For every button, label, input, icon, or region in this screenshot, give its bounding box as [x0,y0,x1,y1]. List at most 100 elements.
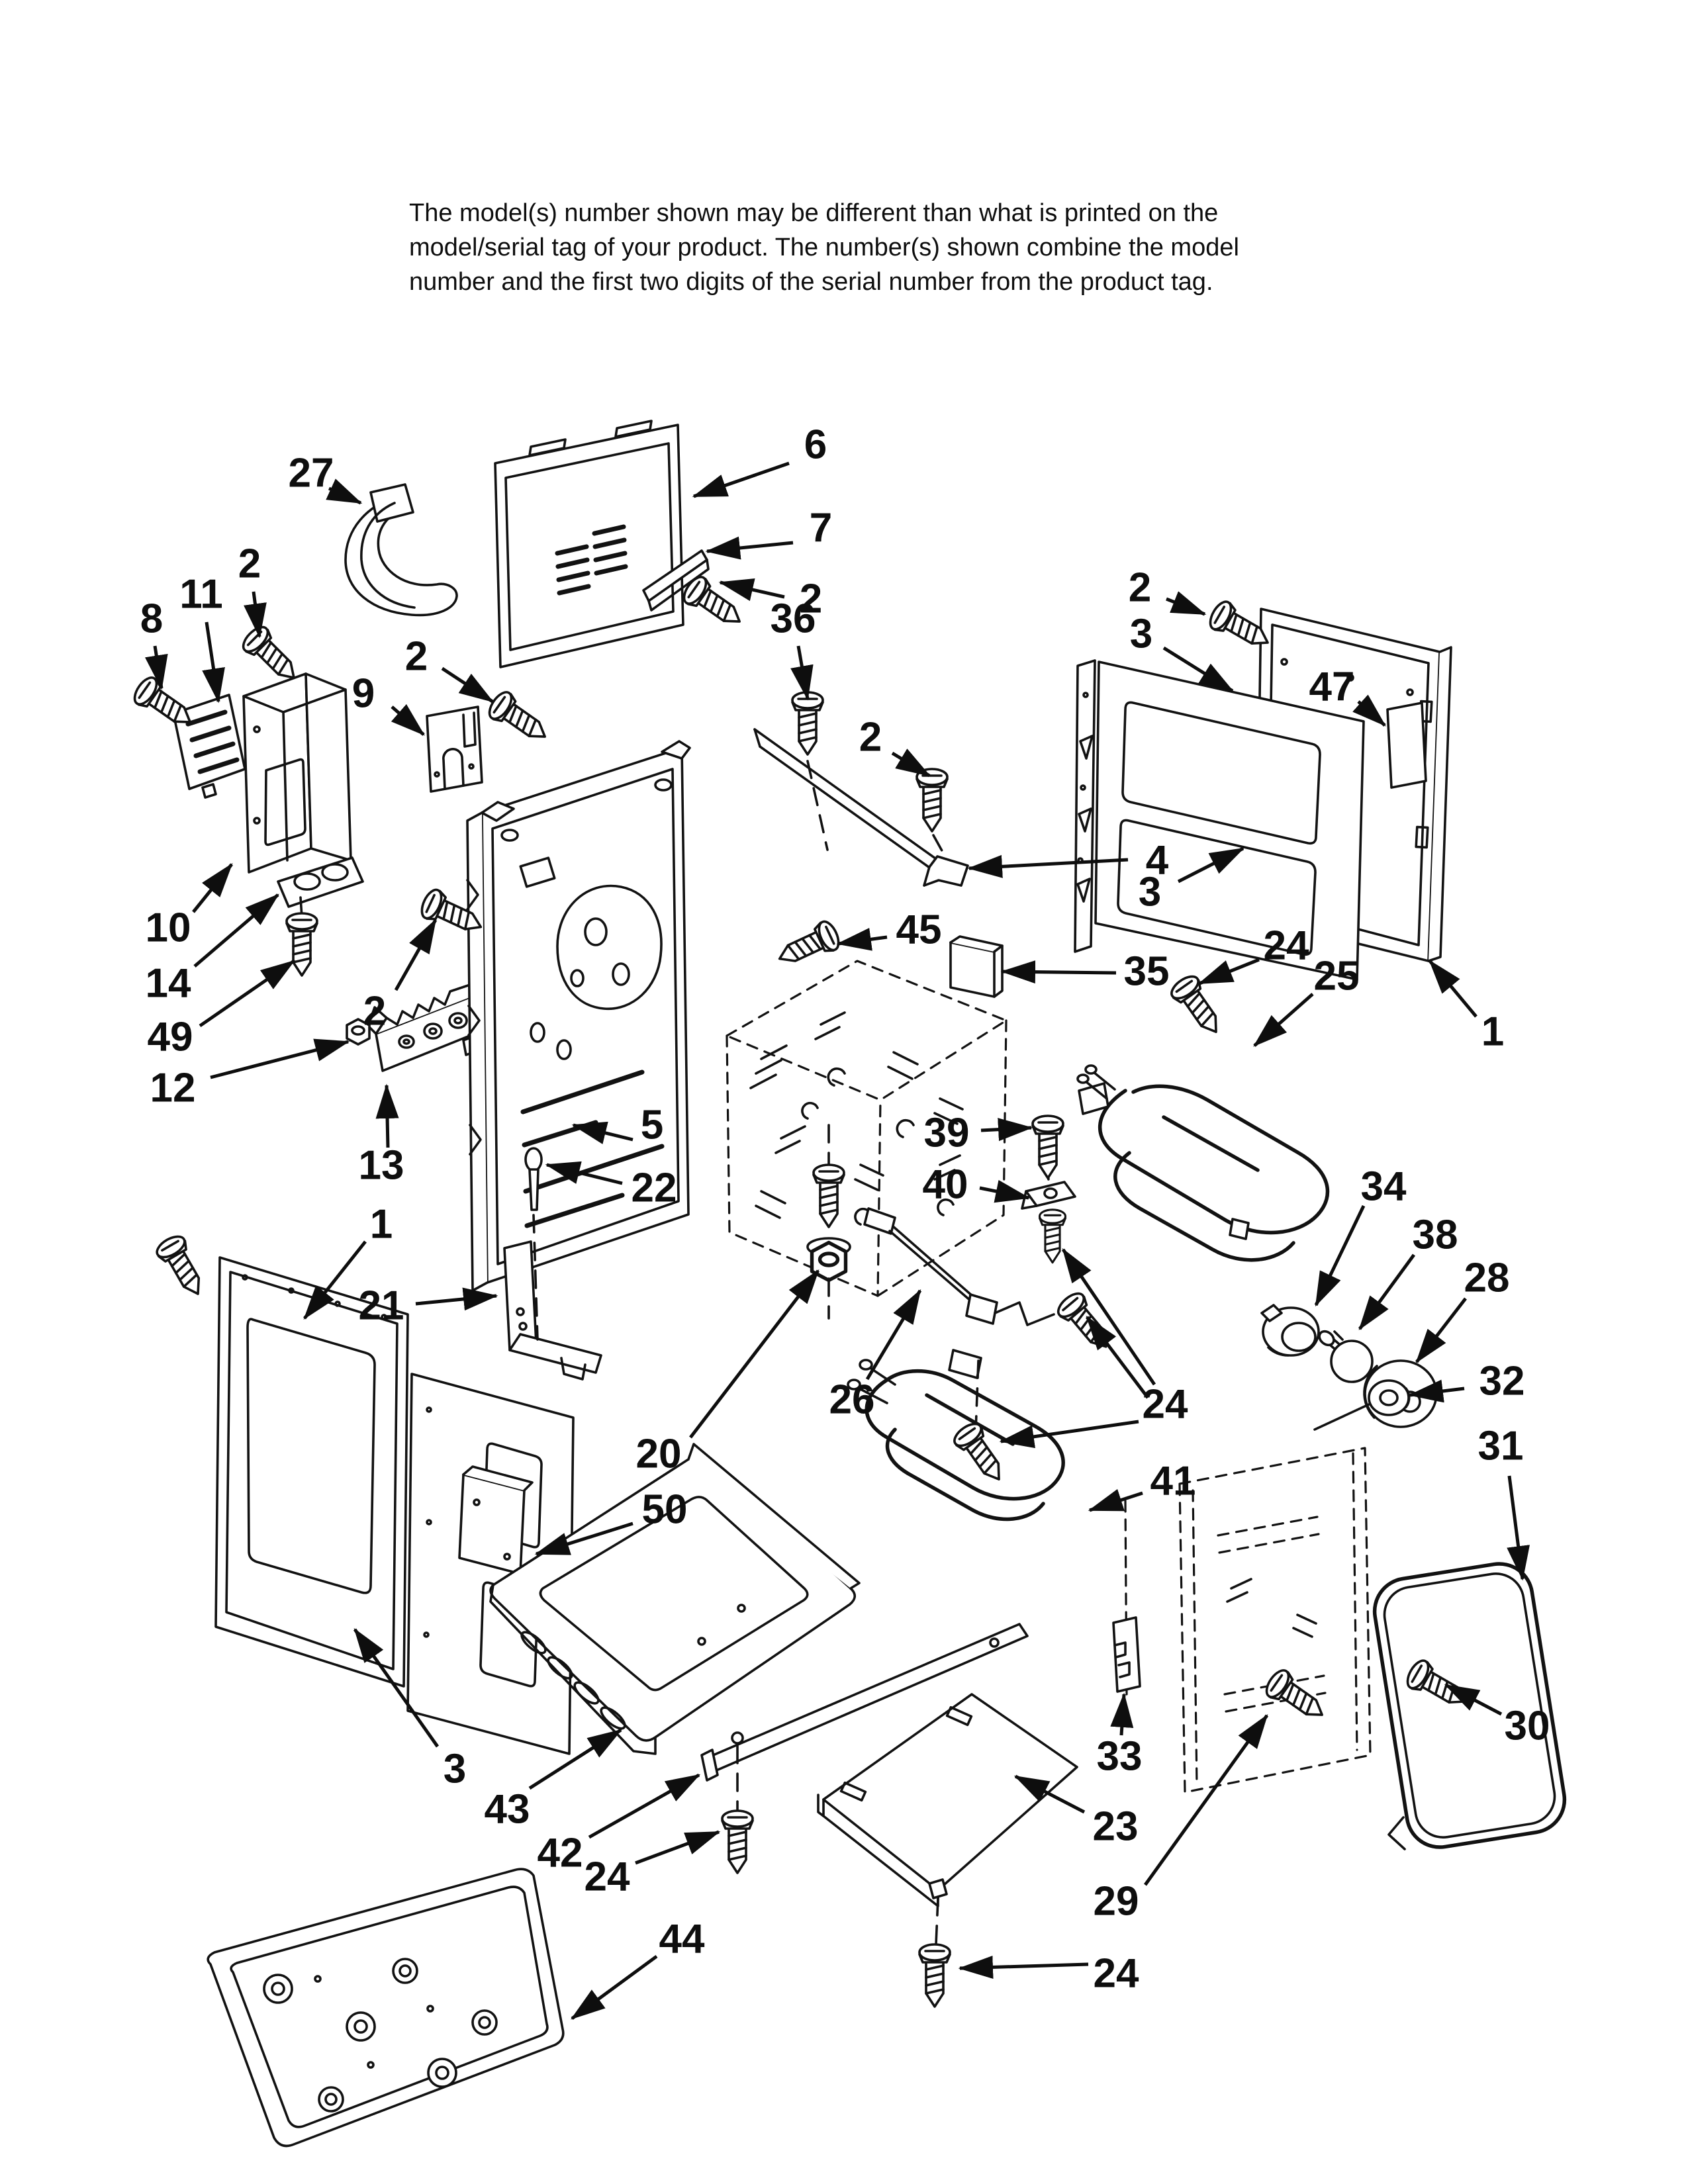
part-number-label: 27 [289,451,334,496]
callout-3: 3 [353,1627,466,1792]
callout-39: 39 [924,1111,1033,1156]
callout-33: 33 [1097,1692,1143,1780]
part-number-label: 22 [632,1165,677,1211]
part-number-label: 11 [179,572,223,617]
callout-22: 22 [545,1161,677,1211]
callout-1: 1 [303,1202,393,1320]
broil-element-part-25 [1076,1064,1330,1262]
part-number-label: 29 [1094,1879,1139,1925]
part-number-label: 33 [1097,1734,1143,1780]
callout-38: 38 [1358,1212,1458,1331]
parts-layer [129,420,1567,2148]
part-number-label: 20 [636,1432,682,1477]
callout-5: 5 [571,1103,663,1148]
callout-47: 47 [1309,664,1386,727]
wiring-shield-part-23 [817,1693,1078,1946]
callout-34: 34 [1314,1164,1407,1307]
part-number-label: 23 [1093,1804,1139,1850]
callout-44: 44 [570,1917,705,2021]
callout-10: 10 [146,863,233,951]
callout-23: 23 [1013,1774,1139,1850]
part-number-label: 14 [146,961,191,1007]
callout-35: 35 [1000,949,1170,995]
part-number-label: 10 [146,905,191,951]
screw-24-trim [721,1809,754,1874]
disclaimer-line-2: model/serial tag of your product. The nu… [409,234,1239,261]
callout-2: 2 [363,918,438,1034]
callout-42: 42 [538,1773,701,1876]
part-number-label: 1 [1481,1009,1504,1055]
screw-2-bracket [915,768,949,833]
channel-part-35 [949,935,1004,998]
part-number-label: 4 [1146,838,1169,884]
callout-6: 6 [692,422,827,498]
screw-2-mid [484,687,555,751]
screw-24-broil [1166,971,1230,1042]
rear-vent-panel-part-6 [494,420,684,668]
model-number-disclaimer: The model(s) number shown may be differe… [409,196,1289,299]
screw-24-shield [918,1943,951,2008]
callout-40: 40 [923,1162,1031,1208]
callout-2: 2 [405,634,494,704]
callout-24: 24 [958,1951,1139,1997]
part-number-label: 38 [1413,1212,1458,1258]
shield-bracket-part-50 [458,1465,534,1575]
part-number-label: 24 [1143,1382,1188,1428]
part-number-label: 2 [238,541,261,587]
screw-45 [772,917,844,974]
part-number-label: 43 [485,1787,530,1833]
bake-element-part-41 [847,1349,1065,1522]
callout-24: 24 [585,1830,721,1900]
part-number-label: 30 [1505,1704,1550,1749]
part-number-label: 2 [405,634,428,680]
part-number-label: 47 [1309,664,1355,710]
screw-40-stud [1038,1208,1067,1264]
part-number-label: 31 [1478,1424,1524,1469]
part-number-label: 35 [1124,949,1170,995]
part-number-label: 1 [370,1202,393,1248]
part-number-label: 3 [444,1747,466,1792]
callout-1: 1 [1429,960,1504,1055]
screw-2-door [152,1231,212,1303]
callout-41: 41 [1088,1459,1196,1512]
base-pan-part-44 [207,1868,565,2148]
oven-sensor-part-26 [863,1207,1055,1326]
screw-30 [1402,1656,1474,1716]
side-panel-part-1-left [214,1256,409,1688]
screw-24-bake [949,1418,1013,1490]
callout-12: 12 [150,1038,350,1111]
part-number-label: 2 [1129,565,1151,611]
part-number-label: 50 [642,1487,688,1533]
control-support-part-10 [242,672,352,874]
part-number-label: 2 [363,989,386,1034]
callout-7: 7 [705,506,832,560]
callout-3: 3 [1130,612,1235,693]
disclaimer-line-3: number and the first two digits of the s… [409,268,1213,296]
callout-32: 32 [1408,1359,1524,1404]
part-number-label: 8 [140,596,163,642]
part-number-label: 25 [1314,954,1360,999]
vent-trim-part-27 [344,483,458,617]
vent-grille-part-11 [172,694,246,799]
insulation-retainer-strip [1074,659,1096,953]
disclaimer-line-1: The model(s) number shown may be differe… [409,199,1219,227]
part-number-label: 41 [1150,1459,1196,1504]
part-number-label: 42 [538,1831,583,1876]
callout-13: 13 [359,1083,404,1189]
callout-26: 26 [829,1289,922,1423]
cavity-liner-outline [1124,1447,1372,1794]
callout-2: 2 [859,715,931,778]
grommet-part-32 [1313,1379,1411,1431]
base-pan-feet [263,1958,498,2113]
part-number-label: 2 [800,576,822,622]
callout-50: 50 [534,1487,688,1556]
screw-49 [285,912,318,977]
side-trim-part-42 [700,1623,1029,1812]
callout-14: 14 [146,893,279,1007]
callout-2: 2 [1129,565,1207,616]
callout-29: 29 [1094,1713,1269,1925]
lamp-socket-part-34 [1260,1304,1320,1357]
callout-layer: 2767236223471434535242581129210144912213… [140,422,1550,2021]
part-number-label: 7 [810,506,832,551]
